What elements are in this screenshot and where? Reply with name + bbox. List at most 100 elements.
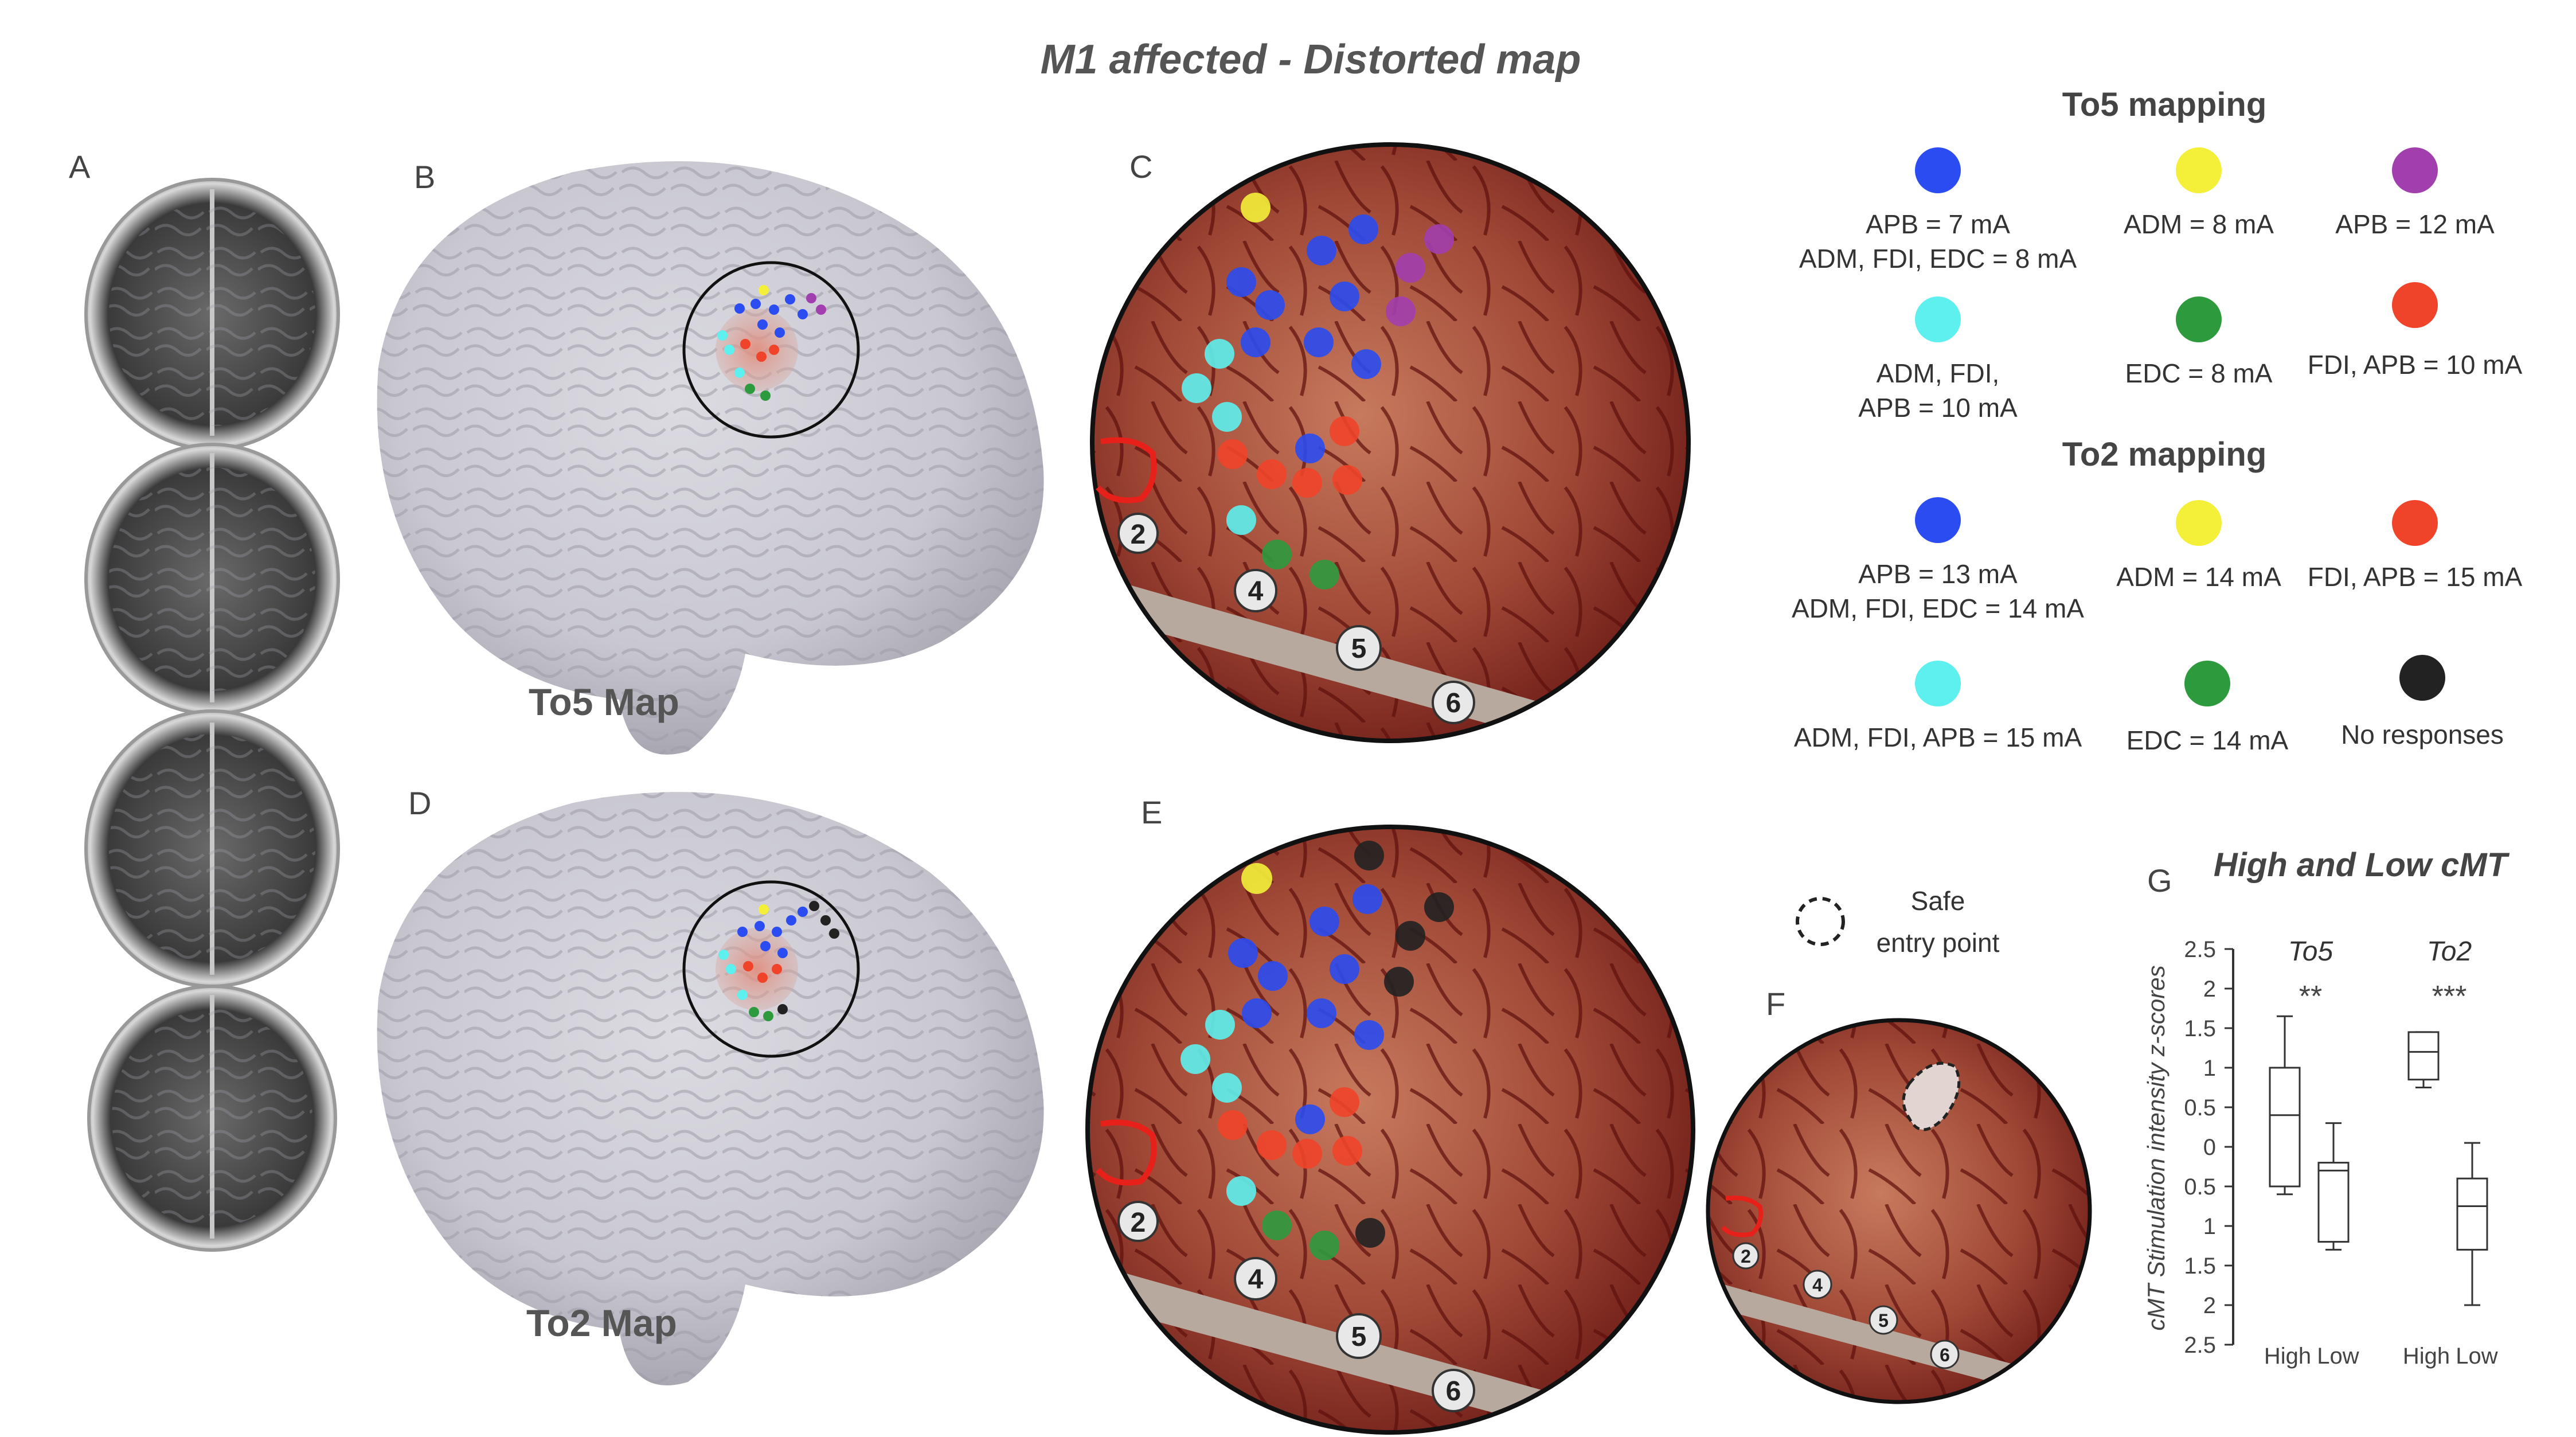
svg-text:4: 4 <box>1248 576 1264 607</box>
legend-text: ADM, FDI, EDC = 14 mA <box>1792 593 2084 623</box>
cortex-photo-safe-entry: 2 4 5 6 <box>1706 1018 2092 1404</box>
safe-entry-legend-line1: Safe <box>1911 886 1965 916</box>
legend-text: APB = 13 mA <box>1858 559 2018 589</box>
chart-title: High and Low cMT <box>2214 846 2510 884</box>
to2-legend-heading: To2 mapping <box>2062 436 2267 473</box>
legend-swatch <box>1915 147 1961 193</box>
chart-tick-label: 0.5 <box>2184 1095 2216 1120</box>
legend-text: ADM = 8 mA <box>2124 209 2274 239</box>
electrode-4-e: 4 <box>1234 1257 1277 1301</box>
to2-map-highlight <box>716 928 798 1010</box>
to2-legend-item-2: ADM = 14 mA <box>2116 500 2281 592</box>
legend-text: ADM, FDI, APB = 15 mA <box>1794 723 2082 752</box>
chart-significance: *** <box>2432 980 2467 1013</box>
electrode-marker-f <box>1721 1196 1763 1237</box>
electrode-5-e: 5 <box>1336 1313 1382 1359</box>
to5-map-label: To5 Map <box>529 681 679 723</box>
to2-legend-items: APB = 13 mA ADM, FDI, EDC = 14 mA ADM = 14… <box>1792 497 2523 755</box>
to2-legend-item-5: EDC = 14 mA <box>2127 661 2289 755</box>
to2-legend-item-1: APB = 13 mA ADM, FDI, EDC = 14 mA <box>1792 497 2084 623</box>
electrode-marker-e <box>1096 1119 1157 1186</box>
svg-text:4: 4 <box>1248 1264 1264 1295</box>
chart-tick-label: 0.5 <box>2184 1174 2216 1200</box>
electrode-5-c: 5 <box>1336 625 1382 671</box>
legend-swatch <box>2176 500 2222 546</box>
legend-text: EDC = 8 mA <box>2125 358 2273 388</box>
to5-map-ring <box>682 261 860 439</box>
legend-swatch <box>1915 497 1961 543</box>
legend-swatch <box>1915 661 1961 706</box>
legend-swatch <box>2184 661 2230 706</box>
mri-slice-3 <box>84 709 340 988</box>
electrode-marker-c <box>1096 437 1157 503</box>
svg-text:6: 6 <box>1446 688 1461 718</box>
to5-legend-heading: To5 mapping <box>2062 86 2267 123</box>
box-to2-high <box>2407 1031 2440 1088</box>
chart-tick-label: 2.5 <box>2184 1333 2216 1358</box>
cortex-photo-to2: 2 4 5 6 <box>1085 825 1695 1435</box>
brain-3d-to5: To5 Map <box>377 161 1044 755</box>
panel-label-f: F <box>1766 986 1785 1022</box>
chart-group-name: To2 <box>2427 936 2472 967</box>
box-to5-low <box>2317 1122 2350 1251</box>
figure-title: M1 affected - Distorted map <box>1041 37 1581 83</box>
box-iqr <box>2317 1162 2350 1243</box>
electrode-2-c: 2 <box>1117 513 1159 554</box>
svg-text:2: 2 <box>1131 520 1146 550</box>
to2-legend-item-3: FDI, APB = 15 mA <box>2308 500 2523 592</box>
safe-entry-legend-line2: entry point <box>1877 928 2000 958</box>
to5-legend-item-4: ADM, FDI,APB = 10 mA <box>1858 296 2018 423</box>
svg-text:5: 5 <box>1351 634 1367 664</box>
legend-text: APB = 12 mA <box>2335 209 2495 239</box>
legend-text: ADM = 14 mA <box>2116 562 2281 592</box>
mri-slice-4 <box>87 985 337 1252</box>
to2-map-label: To2 Map <box>526 1302 677 1344</box>
chart-group-labels: To5**To2*** <box>2288 936 2472 1013</box>
legend-text: FDI, APB = 15 mA <box>2308 562 2523 592</box>
svg-text:5: 5 <box>1351 1322 1367 1352</box>
chart-tick-label: 1.5 <box>2184 1254 2216 1279</box>
legend-swatch <box>2392 500 2438 546</box>
brain-b-dots <box>717 285 826 401</box>
legend-swatch <box>2392 282 2438 328</box>
electrode-5-f: 5 <box>1869 1305 1898 1335</box>
chart-tick-label: 2 <box>2203 977 2216 1002</box>
panel-label-e: E <box>1141 794 1162 830</box>
electrode-2-f: 2 <box>1732 1242 1760 1270</box>
brain-3d-to2: To2 Map <box>377 792 1044 1385</box>
mri-stack <box>84 178 340 1252</box>
chart-category-label: Low <box>2456 1344 2497 1369</box>
legend-swatch <box>2399 655 2445 701</box>
legend-swatch <box>2176 147 2222 193</box>
cortex-e-dots <box>1180 841 1454 1260</box>
svg-text:5: 5 <box>1878 1310 1889 1331</box>
box-iqr <box>2407 1031 2440 1081</box>
legend-swatch <box>1915 296 1961 342</box>
svg-text:2: 2 <box>1131 1208 1146 1238</box>
chart-tick-label: 1 <box>2203 1056 2216 1081</box>
to2-map-ring <box>682 880 860 1058</box>
panel-label-d: D <box>408 785 431 821</box>
electrode-6-f: 6 <box>1930 1340 1960 1369</box>
mri-slice-1 <box>84 178 340 451</box>
safe-entry-area <box>1902 1061 1961 1131</box>
electrode-6-e: 6 <box>1432 1369 1475 1412</box>
cortex-photo-to5: 2 4 5 6 <box>1090 142 1691 743</box>
cmt-boxplot-chart: High and Low cMT cMT Stimulation intensi… <box>2143 846 2510 1369</box>
legend-text: ADM, FDI, <box>1877 358 2000 388</box>
chart-y-axis-label: cMT Stimulation intensity z-scores <box>2143 965 2170 1330</box>
cortex-c-dots <box>1182 193 1454 589</box>
legend-text: ADM, FDI, EDC = 8 mA <box>1799 244 2077 274</box>
chart-tick-label: 1 <box>2203 1214 2216 1239</box>
legend-swatch <box>2392 147 2438 193</box>
chart-group-name: To5 <box>2288 936 2333 967</box>
svg-text:6: 6 <box>1446 1376 1461 1407</box>
electrode-4-f: 4 <box>1803 1270 1832 1299</box>
panel-label-b: B <box>414 159 435 195</box>
chart-category-label: High <box>2403 1344 2450 1369</box>
electrode-4-c: 4 <box>1234 569 1277 612</box>
